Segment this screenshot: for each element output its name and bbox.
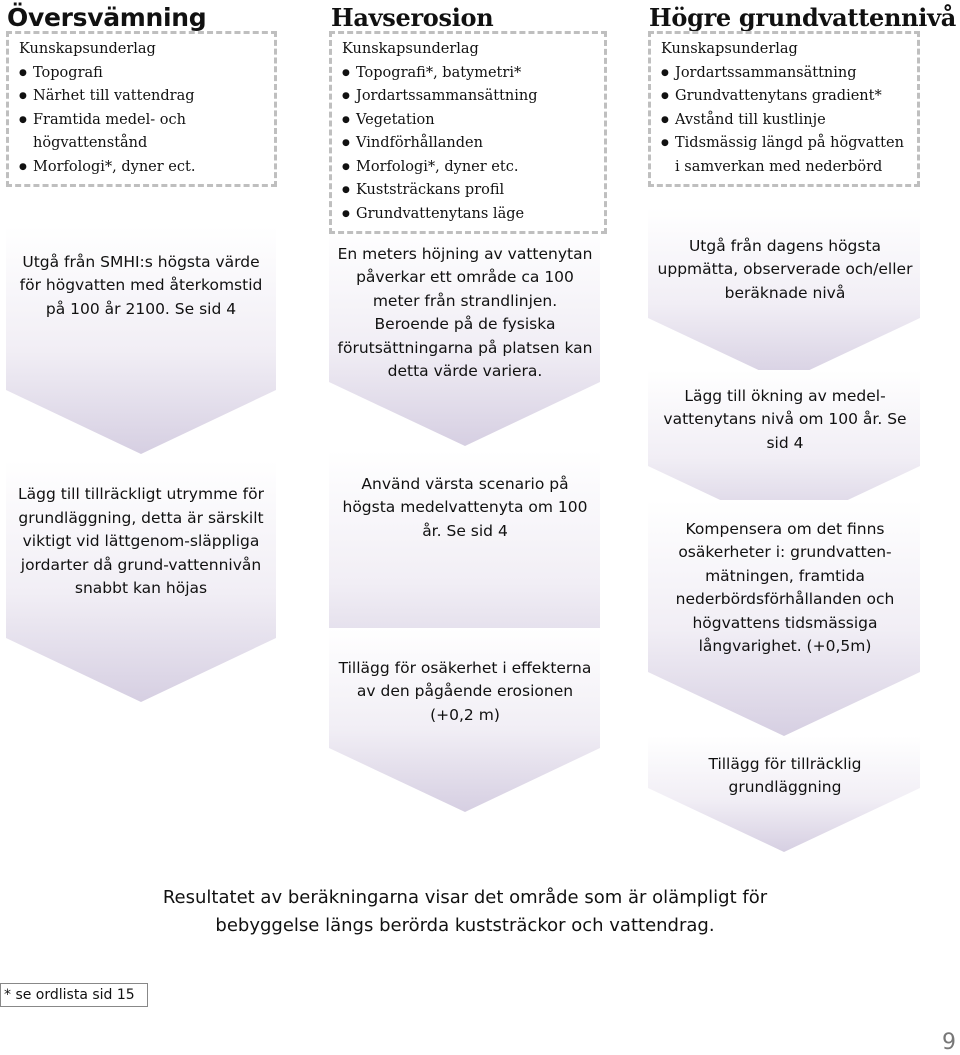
chevron-shape xyxy=(648,736,920,852)
knowledge-list: Jordartssammansättning Grundvattenytans … xyxy=(661,62,909,180)
step-4: Tillägg för tillräcklig grundläggning xyxy=(708,754,862,797)
footnote: * se ordlista sid 15 xyxy=(0,983,148,1007)
list-item: Framtida medel- och högvattenstånd xyxy=(19,109,266,156)
list-item: Morfologi*, dyner ect. xyxy=(19,156,266,180)
step-3: Tillägg för osäkerhet i effekterna av de… xyxy=(338,658,592,724)
chevron-shape xyxy=(6,226,276,454)
list-item: Kuststräckans profil xyxy=(342,179,596,203)
chevron-shape xyxy=(648,208,920,382)
step-3: Kompensera om det finns osäkerheter i: g… xyxy=(675,519,895,656)
chevron-shape xyxy=(648,370,920,530)
list-item: Morfologi*, dyner etc. xyxy=(342,156,596,180)
list-item: Grundvattenytans läge xyxy=(342,203,596,227)
list-item: Topografi*, batymetri* xyxy=(342,62,596,86)
chevron-shape xyxy=(648,500,920,736)
page-number: 9 xyxy=(942,1030,956,1055)
column-title-oversvamning: Översvämning xyxy=(7,3,207,32)
knowledge-list: Topografi Närhet till vattendrag Framtid… xyxy=(19,62,266,180)
conclusion-text: Resultatet av beräkningarna visar det om… xyxy=(162,887,768,936)
knowledge-box-grundvatten: Kunskapsunderlag Jordartssammansättning … xyxy=(648,31,920,187)
step-2: Lägg till ökning av medel-vattenytans ni… xyxy=(663,386,907,452)
step-2: Använd värsta scenario på högsta medelva… xyxy=(342,474,588,540)
chevron-shape xyxy=(329,628,600,812)
step-1: Utgå från SMHI:s högsta värde för högvat… xyxy=(19,252,263,318)
column-title-havserosion: Havserosion xyxy=(331,3,494,32)
list-item: Grundvattenytans gradient* xyxy=(661,85,909,109)
knowledge-box-oversvamning: Kunskapsunderlag Topografi Närhet till v… xyxy=(6,31,277,187)
list-item: Närhet till vattendrag xyxy=(19,85,266,109)
list-item: Vegetation xyxy=(342,109,596,133)
step-2: Lägg till tillräckligt utrymme för grund… xyxy=(18,485,264,598)
list-item: Jordartssammansättning xyxy=(342,85,596,109)
list-item: Topografi xyxy=(19,62,266,86)
knowledge-box-title: Kunskapsunderlag xyxy=(342,41,479,57)
chevron-shape xyxy=(6,460,276,702)
knowledge-box-title: Kunskapsunderlag xyxy=(661,41,798,57)
knowledge-box-havserosion: Kunskapsunderlag Topografi*, batymetri* … xyxy=(329,31,607,234)
knowledge-list: Topografi*, batymetri* Jordartssammansät… xyxy=(342,62,596,227)
chevron-shape xyxy=(329,226,600,446)
step-1: En meters höjning av vattenytan påverkar… xyxy=(337,244,593,381)
list-item: Vindförhållanden xyxy=(342,132,596,156)
knowledge-box-title: Kunskapsunderlag xyxy=(19,41,156,57)
list-item: Tidsmässig längd på högvatten i samverka… xyxy=(661,132,909,179)
column-title-hogre-grundvattenniva: Högre grundvattennivå xyxy=(649,3,956,32)
list-item: Jordartssammansättning xyxy=(661,62,909,86)
step-1: Utgå från dagens högsta uppmätta, observ… xyxy=(657,236,913,302)
list-item: Avstånd till kustlinje xyxy=(661,109,909,133)
